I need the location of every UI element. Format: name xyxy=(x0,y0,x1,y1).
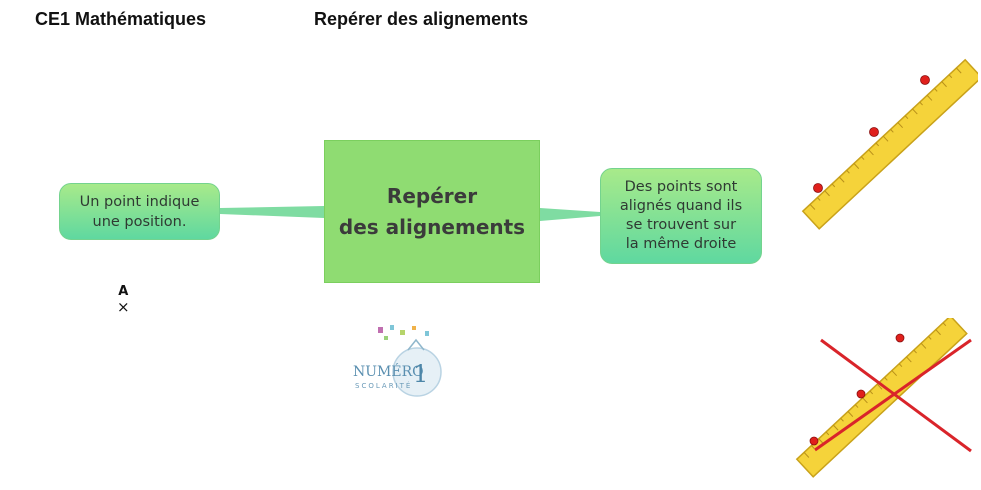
logo-confetti xyxy=(425,331,429,336)
connector-left xyxy=(220,206,324,218)
ruler-ticks xyxy=(803,322,947,458)
left-node-label: Un point indique une position. xyxy=(79,193,200,230)
right-node-label: Des points sont alignés quand ils se tro… xyxy=(619,179,743,252)
page-title: Repérer des alignements xyxy=(314,9,529,29)
logo-confetti xyxy=(400,330,405,335)
unaligned-point xyxy=(856,389,866,399)
logo-confetti xyxy=(384,336,388,340)
logo-text-sub: SCOLARITÉ xyxy=(355,381,412,390)
logo-figure xyxy=(407,338,425,351)
aligned-point xyxy=(869,127,879,137)
aligned-point xyxy=(920,75,930,85)
logo-text-main: NUMÉRO xyxy=(353,362,424,380)
ruler-aligned-illustration xyxy=(801,58,978,230)
logo-digit: 1 xyxy=(413,360,428,388)
point-a-cross-icon: × xyxy=(117,298,130,316)
aligned-point xyxy=(813,183,823,193)
logo-circle xyxy=(392,347,442,397)
unaligned-point xyxy=(895,333,905,343)
numero-un-logo: NUMÉRO 1 SCOLARITÉ xyxy=(353,325,442,397)
cross-out-line xyxy=(820,338,972,453)
central-node: Repérer des alignements xyxy=(324,140,540,283)
left-node: Un point indique une position. xyxy=(59,183,220,240)
logo-confetti xyxy=(412,326,416,330)
logo-confetti xyxy=(390,325,394,330)
connector-right xyxy=(540,208,600,221)
ruler-ticks xyxy=(809,67,962,210)
ruler-not-aligned-illustration xyxy=(795,318,972,478)
point-a: A × xyxy=(117,284,130,316)
central-node-label: Repérer des alignements xyxy=(338,183,526,239)
right-node: Des points sont alignés quand ils se tro… xyxy=(600,168,762,264)
ruler-body xyxy=(795,318,968,478)
unaligned-point xyxy=(809,436,819,446)
logo-confetti xyxy=(378,327,383,333)
subject-heading: CE1 Mathématiques xyxy=(35,9,207,29)
cross-out-line xyxy=(814,338,972,452)
point-a-label: A xyxy=(118,284,129,299)
ruler-body xyxy=(801,58,978,230)
